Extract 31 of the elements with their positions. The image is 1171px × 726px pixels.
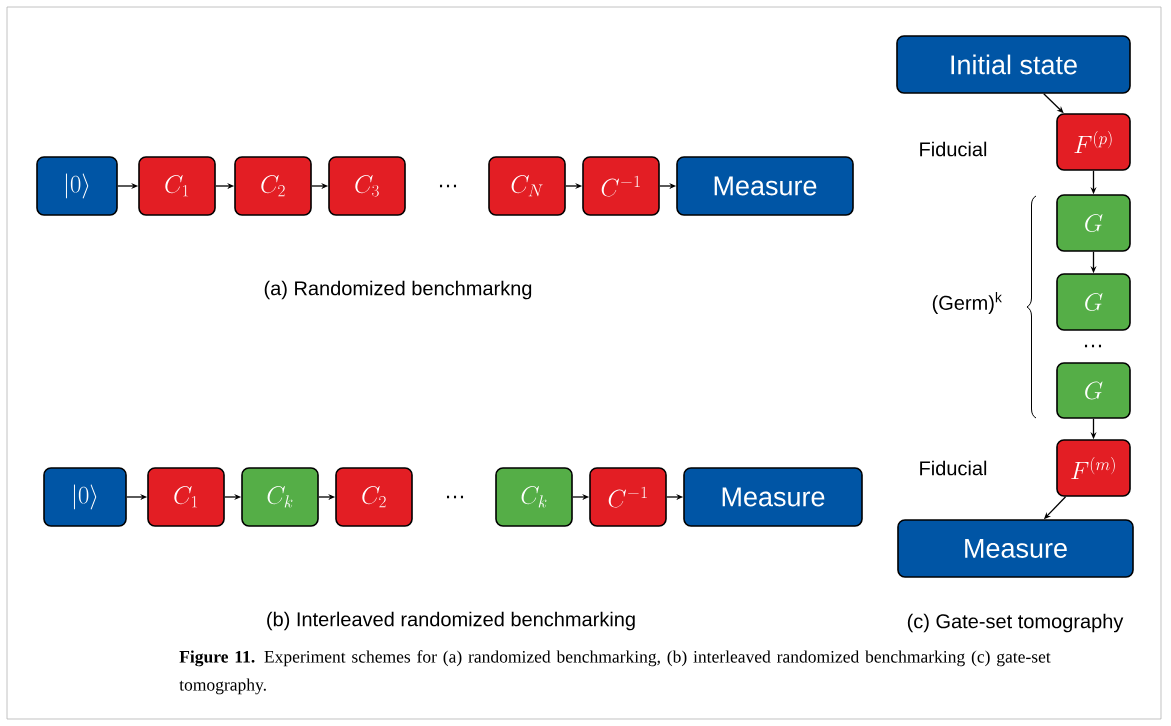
process-box: Measure (683, 467, 863, 527)
process-box: Initial state (896, 35, 1131, 94)
process-box: $|0\rangle$ (36, 156, 118, 216)
process-box: $F^{(p)}$ (1056, 113, 1131, 171)
process-box: $C_3$ (328, 156, 406, 216)
process-box: $C_k$ (241, 467, 319, 527)
process-box: $C^{-1}$ (589, 467, 667, 527)
process-box: $C^{-1}$ (582, 156, 660, 216)
process-box: $G$ (1056, 194, 1131, 252)
ellipsis: … (1085, 344, 1101, 348)
ellipsis: … (447, 495, 464, 499)
side-label: Fiducial (920, 141, 987, 157)
process-box: $C_1$ (147, 467, 225, 527)
side-label: (Germ)$^{k}$ (932, 292, 1002, 314)
ellipsis: … (440, 184, 457, 188)
process-box: $|0\rangle$ (43, 467, 127, 527)
process-box: $G$ (1056, 273, 1131, 331)
panel-caption: (b) Interleaved randomized benchmarking (267, 611, 635, 631)
figure-caption: Figure 11. Experiment schemes for (a) randomized benchmarking, (b) interleaved randomized benchmarking (c) gate-set tomography. (179, 650, 1051, 695)
side-label: Fiducial (920, 460, 987, 476)
process-box: $C_N$ (488, 156, 566, 216)
process-box: $C_k$ (495, 467, 573, 527)
process-box: Measure (897, 519, 1134, 578)
panel-caption: (c) Gate-set tomography (907, 613, 1124, 633)
process-box: $F^{(m)}$ (1056, 439, 1131, 497)
process-box: $G$ (1056, 362, 1131, 419)
process-box: $C_1$ (138, 156, 216, 216)
process-box: $C_2$ (234, 156, 312, 216)
process-box: $C_2$ (335, 467, 413, 527)
process-box: Measure (676, 156, 854, 216)
panel-caption: (a) Randomized benchmarkng (264, 280, 532, 300)
